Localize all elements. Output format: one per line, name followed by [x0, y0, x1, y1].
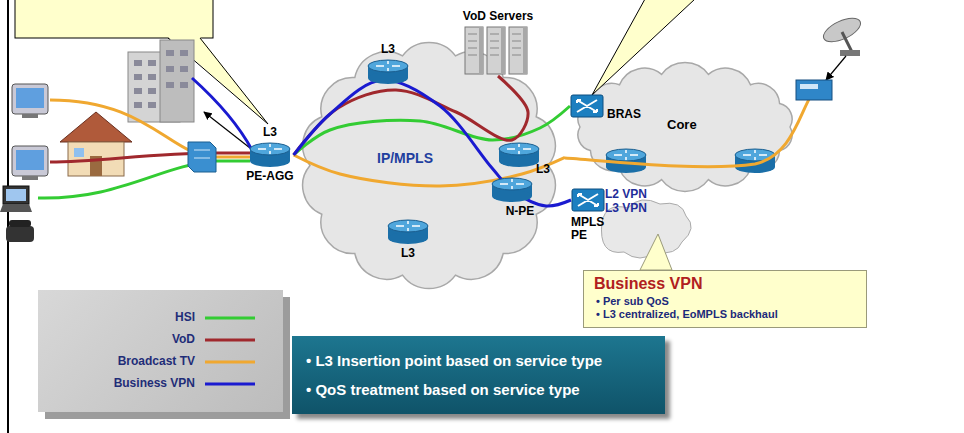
node-label: • QoS treatment based on service type [306, 381, 651, 398]
legend-panel: HSI VoD Broadcast TV Business VPN [38, 290, 283, 412]
broadcast-access-line [50, 100, 250, 157]
router-node: L3PE-AGG [246, 126, 293, 184]
callout-top-left [15, 0, 268, 124]
legend-label: HSI [175, 311, 195, 325]
node-label: BRAS [607, 108, 641, 122]
callout-box: Business VPN • Per sub QoS• L3 centralize… [583, 270, 867, 328]
legend-entry: HSI [38, 311, 283, 325]
router-node: L3 [386, 217, 430, 261]
server-group: VoD Servers [463, 10, 533, 76]
network-cloud: IP/MPLSL3L3N-PEL3 [295, 38, 563, 293]
legend-swatch [205, 317, 255, 320]
node-label: L3 [536, 163, 550, 177]
legend-swatch-box [205, 314, 255, 322]
legend-label: VoD [172, 333, 195, 347]
legend-entry: Broadcast TV [38, 355, 283, 369]
satellite-dish [820, 13, 864, 56]
node-label: L2 VPN L3 VPN [605, 188, 655, 216]
node-label: IP/MPLS [377, 150, 433, 166]
tv-set [12, 146, 48, 180]
switch-icon [571, 188, 605, 212]
office-building [128, 40, 194, 122]
node-label: • Per sub QoS [596, 295, 856, 308]
hsi-access-line [38, 161, 250, 198]
router-icon [386, 217, 430, 247]
legend-label: Broadcast TV [118, 355, 195, 369]
node-label: • L3 Insertion point based on service ty… [306, 352, 651, 369]
router-node: L3N-PE [490, 175, 550, 219]
page-border [7, 0, 9, 433]
tv-set [12, 84, 48, 118]
legend-label: Business VPN [114, 377, 195, 391]
dslam [188, 142, 216, 172]
node-label: VoD Servers [463, 10, 533, 24]
legend-entry: VoD [38, 333, 283, 347]
legend-swatch-box [205, 380, 255, 388]
vpn-access-line [192, 78, 252, 150]
router-icon [735, 149, 775, 173]
legend-swatch-box [205, 336, 255, 344]
servers-icon [463, 24, 533, 76]
router-icon [248, 140, 292, 170]
switch-node: BRAS [570, 94, 641, 122]
node-label: PE-AGG [246, 170, 293, 184]
node-label: Business VPN [594, 275, 856, 293]
laptop [0, 186, 32, 212]
legend-swatch-box [205, 358, 255, 366]
note-banner: • L3 Insertion point based on service ty… [292, 336, 665, 414]
switch-node: L2 VPN L3 VPNMPLS PE [571, 188, 655, 243]
node-label: Core [667, 118, 697, 133]
node-label: L3 [401, 247, 415, 261]
legend-swatch [205, 382, 255, 385]
node-label: N-PE [506, 205, 535, 219]
router-icon [366, 57, 410, 87]
legend-entry: Business VPN [38, 377, 283, 391]
node-label: L3 [381, 43, 395, 57]
node-label: L3 [263, 126, 277, 140]
legend-swatch [205, 360, 255, 363]
legend-swatch [205, 339, 255, 342]
feed-line [826, 56, 846, 80]
router-icon [499, 143, 539, 167]
network-cloud: Core BRAS [565, 58, 805, 196]
house [60, 112, 132, 176]
switch-icon [570, 94, 604, 118]
telephone [6, 220, 34, 242]
node-label: MPLS PE [571, 216, 615, 244]
callout-tail [640, 234, 672, 270]
router-icon [490, 175, 534, 205]
router-node: L3 [366, 43, 410, 87]
node-label: • L3 centralized, EoMPLS backhaul [596, 308, 856, 321]
encoder [796, 80, 832, 100]
